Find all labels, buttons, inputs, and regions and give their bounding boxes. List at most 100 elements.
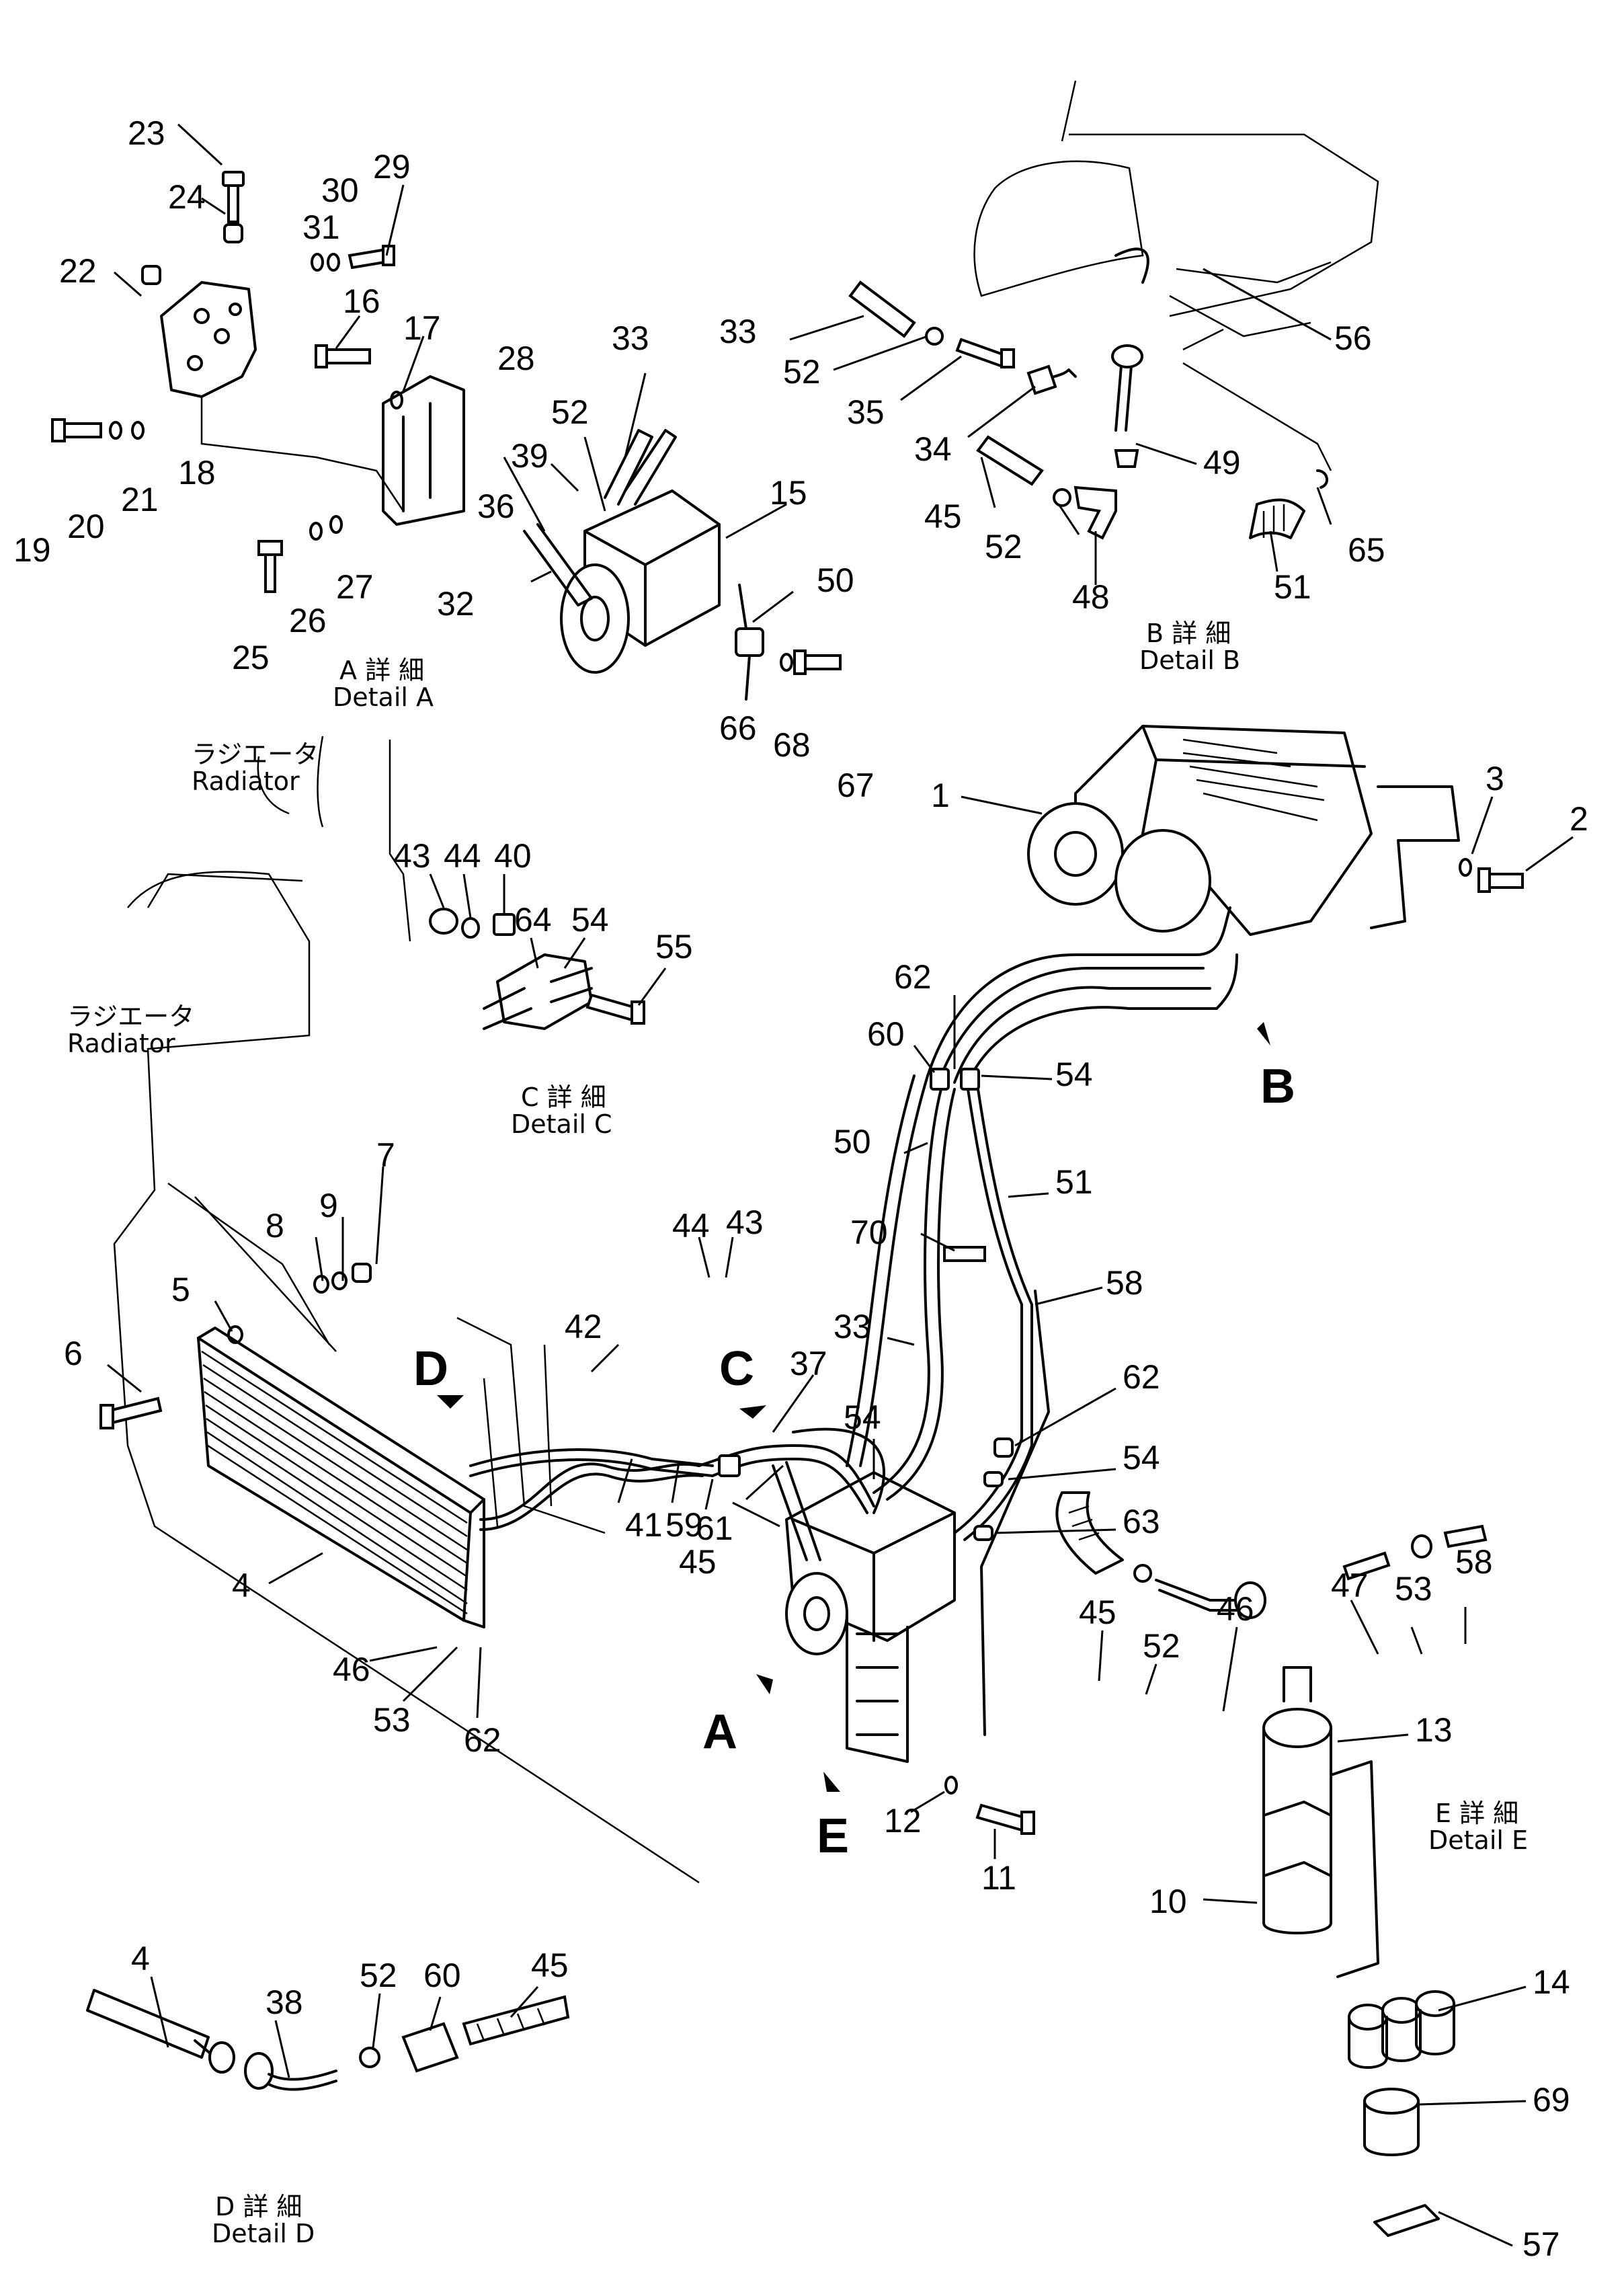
part-33-detail-b: 33 bbox=[719, 313, 757, 350]
part-62-upper: 62 bbox=[894, 958, 932, 996]
part-62-mid: 62 bbox=[1123, 1358, 1160, 1396]
part-45-detail-d: 45 bbox=[531, 1946, 569, 1984]
detail-a-caption: Detail A bbox=[333, 682, 434, 712]
part-31: 31 bbox=[302, 208, 340, 246]
part-number-labels: 23 24 22 31 30 29 16 17 28 33 52 39 19 2… bbox=[13, 114, 1588, 2263]
radiator-outline bbox=[113, 871, 700, 1884]
part-48: 48 bbox=[1072, 578, 1110, 616]
part-36: 36 bbox=[477, 487, 515, 525]
part-65: 65 bbox=[1348, 531, 1385, 569]
part-19: 19 bbox=[13, 531, 51, 569]
part-69: 69 bbox=[1533, 2081, 1570, 2119]
part-45: 45 bbox=[679, 1543, 717, 1581]
part-54-mid: 54 bbox=[1123, 1439, 1160, 1476]
detail-b-engine-outline bbox=[973, 80, 1379, 351]
radiator-label-upper: Radiator bbox=[192, 766, 300, 796]
part-1: 1 bbox=[931, 777, 950, 814]
part-5: 5 bbox=[171, 1271, 190, 1308]
detail-b-hoses bbox=[848, 280, 1332, 540]
view-arrow-e: E bbox=[817, 1809, 849, 1863]
part-67: 67 bbox=[837, 766, 875, 804]
view-arrow-b: B bbox=[1260, 1060, 1295, 1113]
part-68: 68 bbox=[773, 726, 811, 764]
part-17: 17 bbox=[403, 309, 441, 347]
part-62-lower: 62 bbox=[464, 1721, 501, 1759]
part-58-detail-e: 58 bbox=[1455, 1543, 1493, 1581]
part-52-detail-b-2: 52 bbox=[985, 528, 1022, 565]
detail-c-caption-jp: C 詳 細 bbox=[521, 1082, 606, 1112]
detail-e-caption: Detail E bbox=[1428, 1825, 1528, 1855]
part-43: 43 bbox=[726, 1204, 764, 1241]
part-52-detail-d: 52 bbox=[360, 1957, 397, 1994]
part-23: 23 bbox=[128, 114, 165, 152]
part-70: 70 bbox=[850, 1214, 888, 1251]
part-51: 51 bbox=[1055, 1163, 1093, 1201]
part-54-lower: 54 bbox=[844, 1399, 881, 1436]
part-42: 42 bbox=[565, 1308, 602, 1345]
part-58: 58 bbox=[1106, 1264, 1143, 1302]
part-41: 41 bbox=[625, 1506, 663, 1544]
part-11: 11 bbox=[981, 1859, 1016, 1897]
part-6: 6 bbox=[64, 1335, 83, 1372]
part-8: 8 bbox=[266, 1207, 284, 1245]
part-52-detail-b: 52 bbox=[783, 353, 821, 391]
detail-b-caption-jp: B 詳 細 bbox=[1146, 619, 1231, 648]
detail-d-fitting bbox=[86, 1989, 570, 2091]
leader-lines bbox=[107, 123, 1574, 2247]
part-52-detail-e: 52 bbox=[1143, 1627, 1180, 1665]
detail-c-caption: Detail C bbox=[511, 1109, 612, 1139]
part-35: 35 bbox=[847, 393, 885, 431]
detail-a-caption-jp: A 詳 細 bbox=[339, 656, 424, 685]
view-arrow-a: A bbox=[702, 1705, 737, 1759]
part-34: 34 bbox=[914, 430, 952, 468]
detail-b-caption: Detail B bbox=[1139, 645, 1240, 675]
part-12: 12 bbox=[884, 1802, 922, 1840]
part-59: 59 bbox=[665, 1506, 703, 1544]
view-arrow-glyphs bbox=[437, 1022, 1270, 1792]
part-30: 30 bbox=[321, 171, 359, 209]
part-43-detail-c: 43 bbox=[393, 837, 431, 875]
part-21: 21 bbox=[121, 481, 159, 518]
part-49: 49 bbox=[1203, 444, 1241, 481]
part-60-detail-d: 60 bbox=[423, 1957, 461, 1994]
part-50-detail-a: 50 bbox=[817, 561, 854, 599]
part-47: 47 bbox=[1331, 1567, 1369, 1604]
view-arrow-c: C bbox=[719, 1342, 754, 1396]
part-53-detail-e: 53 bbox=[1395, 1570, 1432, 1608]
part-60: 60 bbox=[867, 1015, 905, 1053]
part-25: 25 bbox=[232, 639, 270, 676]
part-14: 14 bbox=[1533, 1963, 1570, 2001]
part-54-detail-c: 54 bbox=[571, 901, 609, 939]
view-arrow-d: D bbox=[413, 1342, 448, 1396]
part-13: 13 bbox=[1415, 1711, 1453, 1749]
part-33: 33 bbox=[834, 1308, 871, 1345]
part-45-detail-e: 45 bbox=[1079, 1593, 1116, 1631]
part-63: 63 bbox=[1123, 1503, 1160, 1540]
part-39: 39 bbox=[511, 437, 549, 475]
part-29: 29 bbox=[373, 148, 411, 186]
part-28: 28 bbox=[497, 340, 535, 377]
heater-blower-unit bbox=[1027, 725, 1524, 936]
part-16: 16 bbox=[343, 282, 380, 320]
part-46: 46 bbox=[333, 1651, 370, 1688]
part-40: 40 bbox=[494, 837, 532, 875]
detail-d-caption: Detail D bbox=[212, 2219, 315, 2248]
part-10: 10 bbox=[1149, 1883, 1187, 1920]
detail-captions: A 詳 細 Detail A B 詳 細 Detail B C 詳 細 Deta… bbox=[67, 619, 1528, 2248]
part-44: 44 bbox=[672, 1207, 710, 1245]
part-20: 20 bbox=[67, 508, 105, 545]
detail-a-bracket bbox=[51, 171, 465, 593]
part-4: 4 bbox=[232, 1567, 251, 1604]
part-3: 3 bbox=[1486, 760, 1504, 797]
detail-a-compressor bbox=[523, 429, 842, 701]
part-45-detail-b: 45 bbox=[924, 498, 962, 535]
detail-c-clamp bbox=[257, 736, 645, 1030]
part-57: 57 bbox=[1522, 2226, 1560, 2263]
part-9: 9 bbox=[319, 1187, 338, 1224]
part-37: 37 bbox=[790, 1345, 827, 1382]
part-56: 56 bbox=[1334, 319, 1372, 357]
part-53: 53 bbox=[373, 1701, 411, 1739]
condenser bbox=[99, 1263, 485, 1628]
part-50: 50 bbox=[834, 1123, 871, 1160]
